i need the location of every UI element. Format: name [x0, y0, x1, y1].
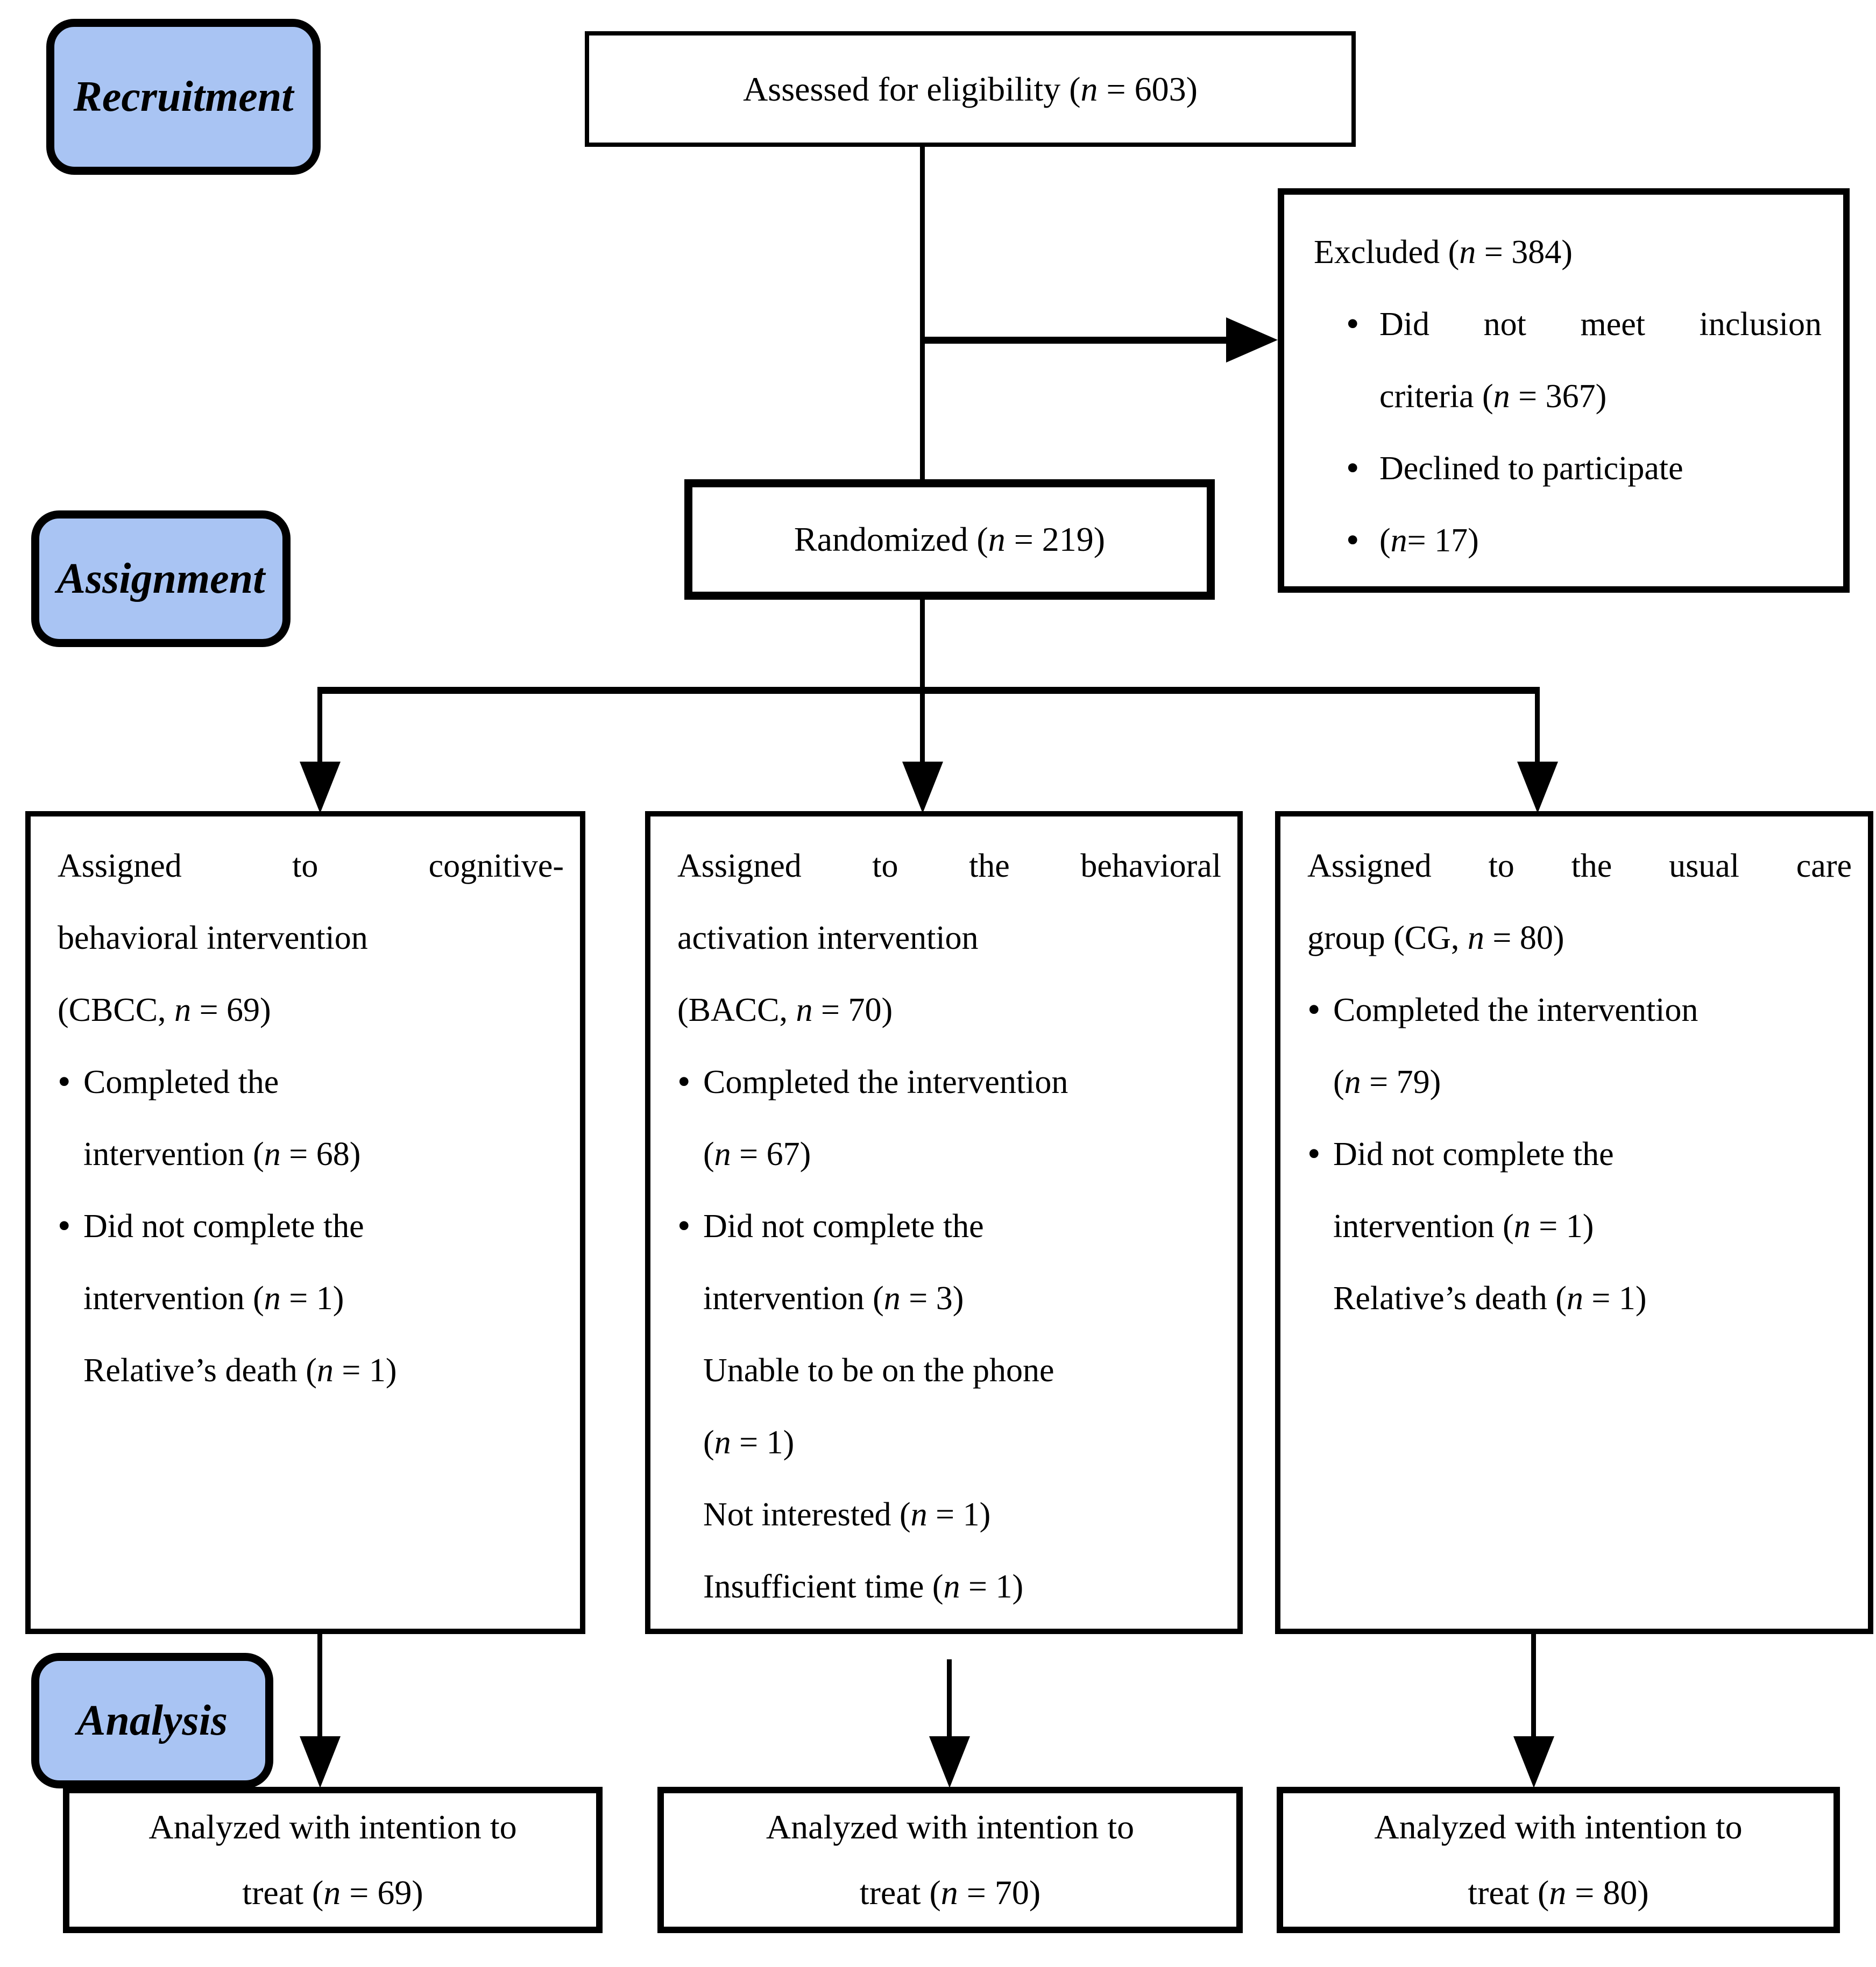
excluded-line: Excluded (n = 384) — [1314, 234, 1573, 271]
group-line: Relative’s death (n = 1) — [58, 1334, 564, 1407]
bullet-icon: • — [677, 1205, 691, 1247]
group-line: Unable to be on the phone — [677, 1334, 1221, 1407]
assessed-text: Assessed for eligibility (n = 603) — [743, 69, 1198, 108]
box-excluded: Excluded (n = 384) • Did not meet inclus… — [1278, 188, 1850, 593]
line-cbcc-to-analyzed — [317, 1634, 322, 1742]
group-line: group (CG, n = 80) — [1307, 920, 1564, 956]
analyzed-text: Analyzed with intention to treat (n = 80… — [1374, 1808, 1743, 1912]
arrowhead-down-icon — [1513, 1736, 1554, 1788]
bullet-icon — [677, 1334, 703, 1407]
bullet-icon: • — [677, 1061, 691, 1103]
group-line: • Did not complete the — [58, 1190, 564, 1262]
group-line: (n = 1) — [677, 1407, 1221, 1479]
bullet-icon — [677, 1262, 703, 1334]
group-line: • Did not complete the — [1307, 1118, 1852, 1190]
box-group-cg: Assigned to the usual care group (CG, n … — [1275, 811, 1873, 1634]
arrowhead-down-icon — [902, 762, 943, 813]
line-to-excluded — [923, 337, 1232, 344]
group-line: Assigned to the behavioral — [677, 848, 1221, 884]
group-line: (CBCC, n = 69) — [58, 992, 271, 1028]
box-group-bacc: Assigned to the behavioral activation in… — [645, 811, 1243, 1634]
group-line: Insufficient time (n = 1) — [677, 1551, 1221, 1623]
line-bacc-to-analyzed — [947, 1659, 952, 1743]
analyzed-text: Analyzed with intention to treat (n = 69… — [148, 1808, 517, 1912]
group-line: intervention (n = 68) — [58, 1118, 564, 1190]
group-line: • Completed the — [58, 1046, 564, 1118]
bullet-icon — [1307, 1262, 1333, 1334]
bullet-icon — [677, 1479, 703, 1551]
bullet-icon: • — [1307, 989, 1321, 1031]
stage-badge-recruitment: Recruitment — [46, 19, 321, 175]
bullet-icon — [677, 1407, 703, 1479]
bullet-icon: • — [58, 1061, 71, 1103]
group-line: Not interested (n = 1) — [677, 1479, 1221, 1551]
line-branch-to-cg — [1535, 687, 1540, 769]
bullet-icon — [1307, 1190, 1333, 1262]
bullet-icon — [1307, 1046, 1333, 1118]
stage-label: Analysis — [76, 1696, 228, 1744]
group-line: intervention (n = 1) — [58, 1262, 564, 1334]
box-group-cbcc: Assigned to cognitive- behavioral interv… — [25, 811, 585, 1634]
randomized-text: Randomized (n = 219) — [794, 520, 1106, 558]
group-line: (BACC, n = 70) — [677, 992, 893, 1028]
bullet-icon — [677, 1118, 703, 1190]
stage-badge-assignment: Assignment — [31, 510, 291, 647]
bullet-icon: • — [1346, 448, 1360, 489]
group-line: (n = 79) — [1307, 1046, 1852, 1118]
group-line: behavioral intervention — [58, 920, 368, 956]
box-analyzed-bacc: Analyzed with intention to treat (n = 70… — [657, 1787, 1243, 1933]
box-randomized: Randomized (n = 219) — [684, 479, 1215, 600]
arrowhead-down-icon — [929, 1736, 970, 1788]
line-randomized-to-branch — [920, 600, 925, 768]
excluded-line: • Declined to participate — [1314, 432, 1822, 505]
group-line: Assigned to the usual care — [1307, 848, 1852, 884]
bullet-icon: • — [1346, 520, 1360, 561]
stage-label: Recruitment — [73, 73, 294, 120]
group-line: • Did not complete the — [677, 1190, 1221, 1262]
group-line: • Completed the intervention — [1307, 974, 1852, 1046]
arrowhead-down-icon — [1517, 762, 1558, 813]
bullet-icon — [677, 1551, 703, 1623]
group-line: (n = 67) — [677, 1118, 1221, 1190]
bullet-icon — [58, 1334, 83, 1407]
box-analyzed-cg: Analyzed with intention to treat (n = 80… — [1277, 1787, 1840, 1933]
box-analyzed-cbcc: Analyzed with intention to treat (n = 69… — [63, 1787, 603, 1933]
bullet-icon: • — [1307, 1133, 1321, 1175]
group-line: intervention (n = 3) — [677, 1262, 1221, 1334]
excluded-line: • (n= 17) — [1314, 505, 1822, 577]
line-cg-to-analyzed — [1531, 1634, 1536, 1742]
arrowhead-down-icon — [300, 762, 341, 813]
bullet-icon — [58, 1262, 83, 1334]
arrowhead-right-icon — [1226, 317, 1278, 363]
group-line: Assigned to cognitive- — [58, 848, 564, 884]
bullet-icon: • — [1346, 303, 1360, 345]
stage-badge-analysis: Analysis — [31, 1653, 273, 1788]
branch-line — [317, 687, 1540, 694]
box-assessed-eligibility: Assessed for eligibility (n = 603) — [585, 31, 1356, 147]
analyzed-text: Analyzed with intention to treat (n = 70… — [766, 1808, 1135, 1912]
group-line: intervention (n = 1) — [1307, 1190, 1852, 1262]
excluded-line: criteria (n = 367) — [1314, 360, 1822, 432]
group-line: Relative’s death (n = 1) — [1307, 1262, 1852, 1334]
bullet-icon — [1346, 360, 1379, 432]
bullet-icon: • — [58, 1205, 71, 1247]
line-assessed-to-randomized — [920, 147, 925, 480]
excluded-line: • Did not meet inclusion — [1314, 288, 1822, 360]
bullet-icon — [58, 1118, 83, 1190]
stage-label: Assignment — [56, 555, 265, 602]
line-branch-to-cbcc — [317, 687, 322, 769]
arrowhead-down-icon — [300, 1736, 341, 1788]
group-line: activation intervention — [677, 920, 979, 956]
group-line: • Completed the intervention — [677, 1046, 1221, 1118]
